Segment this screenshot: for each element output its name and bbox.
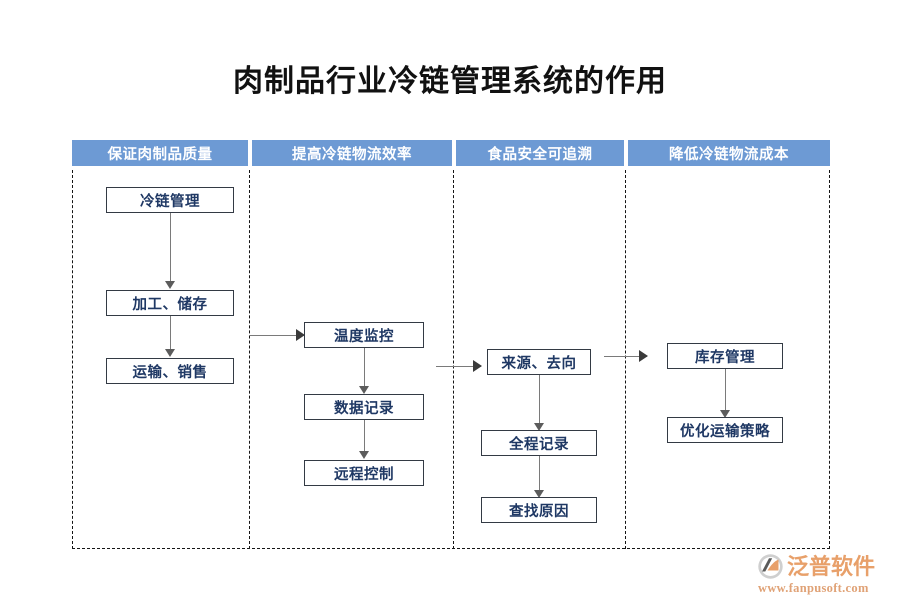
connector-col3-to-col4	[604, 356, 647, 357]
arrowhead-c1-n2-n3	[165, 349, 175, 357]
connector-c4-n1-n2	[725, 369, 726, 411]
arrowhead-c4-n1-n2	[720, 410, 730, 418]
node-inventory-management[interactable]: 库存管理	[667, 343, 783, 369]
node-source-destination[interactable]: 来源、去向	[487, 349, 591, 375]
logo-brand-name: 泛普软件	[787, 553, 876, 579]
connector-c3-n1-n2	[539, 375, 540, 424]
node-full-process-record[interactable]: 全程记录	[481, 430, 597, 456]
fanpu-logo-icon	[757, 553, 784, 580]
frame-divider-3	[625, 170, 626, 549]
column-header-efficiency: 提高冷链物流效率	[252, 140, 452, 166]
frame-bottom-border	[72, 548, 830, 549]
column-header-cost: 降低冷链物流成本	[628, 140, 830, 166]
arrowhead-c3-n2-n3	[534, 490, 544, 498]
node-remote-control[interactable]: 远程控制	[304, 460, 424, 486]
connector-c3-n2-n3	[539, 456, 540, 491]
connector-c2-n2-n3	[364, 420, 365, 452]
page-title: 肉制品行业冷链管理系统的作用	[233, 65, 667, 98]
column-header-traceability: 食品安全可追溯	[456, 140, 624, 166]
frame-divider-1	[249, 170, 250, 549]
connector-col2-to-col3	[436, 366, 481, 367]
connector-c2-n1-n2	[364, 348, 365, 387]
connector-col1-to-col2	[249, 335, 304, 336]
connector-c1-n2-n3	[170, 316, 171, 350]
node-temperature-monitoring[interactable]: 温度监控	[304, 322, 424, 348]
connector-c1-n1-n2	[170, 213, 171, 282]
node-optimize-transport-strategy[interactable]: 优化运输策略	[667, 417, 783, 443]
arrowhead-col2-to-col3	[473, 360, 482, 372]
node-transport-sales[interactable]: 运输、销售	[106, 358, 234, 384]
arrowhead-c3-n1-n2	[534, 423, 544, 431]
frame-divider-left	[72, 170, 73, 549]
arrowhead-c2-n2-n3	[359, 451, 369, 459]
node-processing-storage[interactable]: 加工、储存	[106, 290, 234, 316]
node-cold-chain-management[interactable]: 冷链管理	[106, 187, 234, 213]
arrowhead-col1-to-col2	[296, 329, 305, 341]
column-header-quality: 保证肉制品质量	[72, 140, 248, 166]
brand-logo: 泛普软件 www.fanpusoft.com	[757, 552, 897, 596]
arrowhead-c2-n1-n2	[359, 386, 369, 394]
logo-website-url: www.fanpusoft.com	[758, 581, 869, 595]
arrowhead-c1-n1-n2	[165, 281, 175, 289]
node-find-cause[interactable]: 查找原因	[481, 497, 597, 523]
node-data-recording[interactable]: 数据记录	[304, 394, 424, 420]
arrowhead-col3-to-col4	[639, 350, 648, 362]
frame-divider-right	[829, 170, 830, 549]
frame-divider-2	[453, 170, 454, 549]
